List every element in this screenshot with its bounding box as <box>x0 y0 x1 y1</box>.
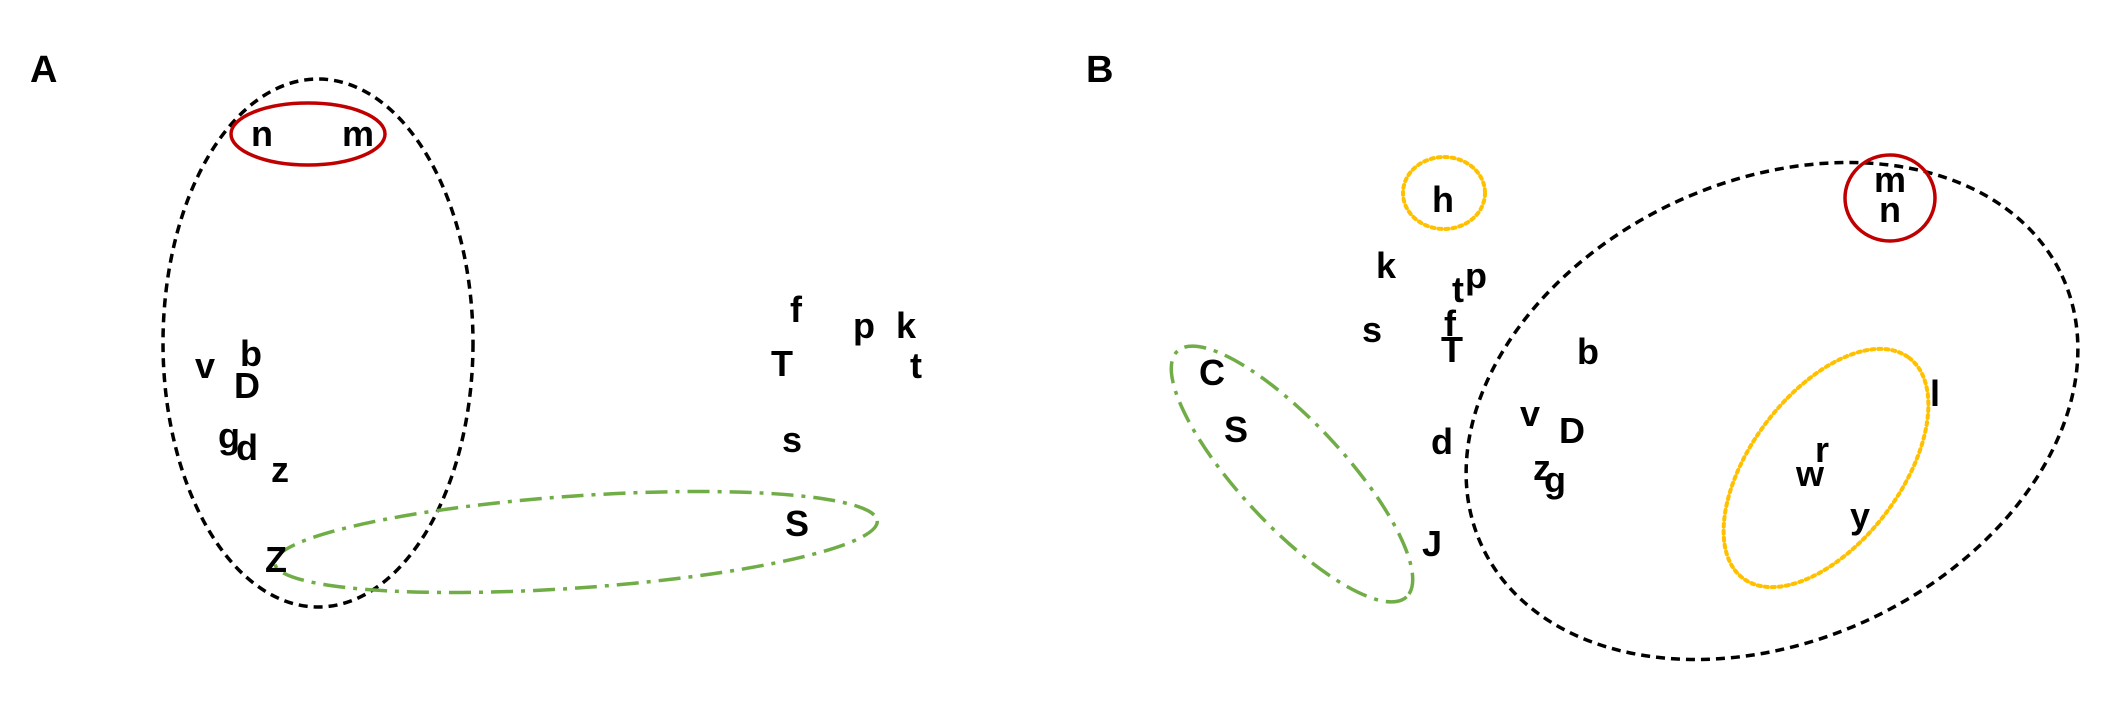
cluster-b-red <box>1843 153 1937 243</box>
cluster-b-yellow-h <box>1401 155 1487 231</box>
symbol-b-v: v <box>1520 393 1540 434</box>
symbol-a-Z: Z <box>265 539 287 580</box>
symbol-a-v: v <box>195 345 215 386</box>
panel-b: B h k t p s f T b m n C S d v D z g J l … <box>1086 49 2080 662</box>
symbol-b-D: D <box>1559 410 1585 451</box>
symbol-b-g: g <box>1544 459 1566 500</box>
symbol-b-t: t <box>1452 269 1464 310</box>
symbol-a-D: D <box>234 365 260 406</box>
symbol-a-s: s <box>782 419 802 460</box>
symbol-a-m: m <box>342 113 374 154</box>
cluster-a-red <box>229 101 387 167</box>
symbol-b-m: m <box>1874 159 1906 200</box>
symbol-a-p: p <box>853 305 875 346</box>
symbol-b-k: k <box>1376 245 1397 286</box>
symbol-b-r: r <box>1815 429 1829 470</box>
symbol-b-S: S <box>1224 409 1248 450</box>
symbol-b-w: w <box>1795 453 1825 494</box>
cluster-b-green <box>1169 344 1415 604</box>
symbol-a-z: z <box>271 449 289 490</box>
cluster-b-black <box>1464 160 2080 662</box>
symbol-a-d: d <box>236 427 258 468</box>
symbol-b-p: p <box>1465 255 1487 296</box>
symbol-a-t: t <box>910 345 922 386</box>
symbol-b-z: z <box>1533 447 1551 488</box>
symbol-a-g: g <box>218 415 240 456</box>
symbol-b-b: b <box>1577 331 1599 372</box>
symbol-a-b: b <box>240 333 262 374</box>
symbol-a-S: S <box>785 503 809 544</box>
symbol-b-J: J <box>1422 523 1442 564</box>
symbol-a-f: f <box>790 289 803 330</box>
symbol-b-T: T <box>1441 329 1463 370</box>
panel-b-label: B <box>1086 49 1113 91</box>
symbol-b-d: d <box>1431 421 1453 462</box>
symbol-a-T: T <box>771 343 793 384</box>
symbol-b-y: y <box>1850 495 1870 536</box>
cluster-b-yellow-lrwy <box>1721 346 1931 590</box>
symbol-b-h: h <box>1432 179 1454 220</box>
symbol-b-s: s <box>1362 309 1382 350</box>
symbol-a-k: k <box>896 305 917 346</box>
cluster-a-green <box>272 489 880 595</box>
symbol-b-f: f <box>1444 303 1457 344</box>
panel-a-label: A <box>30 49 57 91</box>
symbol-b-l: l <box>1930 373 1940 414</box>
cluster-a-black <box>161 77 475 609</box>
panel-a: A n m v b D g d z Z f p k T t s S <box>30 49 922 609</box>
symbol-b-n: n <box>1879 189 1901 230</box>
symbol-b-C: C <box>1199 352 1225 393</box>
symbol-a-n: n <box>251 113 273 154</box>
